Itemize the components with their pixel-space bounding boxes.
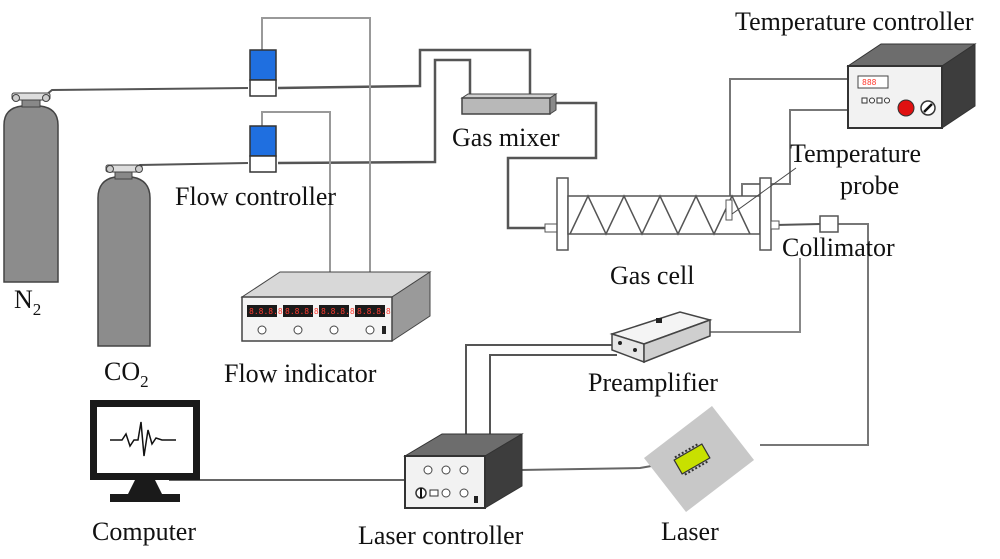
gas-cell-left-flange: [556, 177, 569, 251]
n2-valve-knob: [12, 94, 20, 102]
n2-cylinder-body: [3, 105, 59, 283]
temperature-probe: [725, 199, 733, 221]
gas-mixer: [460, 93, 558, 115]
collimator-to-laser-line: [760, 223, 869, 446]
n2-gas-line: [39, 87, 249, 101]
probe-to-controller-line: [729, 78, 848, 212]
flow-indicator-displays: 8.8.8.8 8.8.8.8 8.8.8.8 8.8.8.8: [247, 305, 391, 317]
laser: [644, 406, 754, 512]
label-collimator: Collimator: [782, 233, 895, 262]
label-laser: Laser: [661, 517, 719, 546]
flow-controller-lower-base: [249, 155, 277, 173]
gas-cell-right-flange: [759, 177, 772, 251]
laser-controller-port: [429, 489, 439, 497]
label-laser-controller: Laser controller: [358, 521, 524, 550]
label-co2: CO2: [104, 357, 149, 391]
laser-controller-to-computer-line: [169, 462, 405, 481]
preamplifier-side: [643, 318, 711, 364]
cell-to-collimator-line: [775, 223, 821, 226]
n2-cylinder: [3, 92, 59, 283]
upper-flow-to-mixer-line: [277, 48, 532, 97]
preamplifier: [609, 311, 713, 364]
label-n2: N2: [14, 285, 41, 319]
lower-flow-to-mixer-line: [277, 58, 472, 165]
laser-controller-knobs: [423, 465, 469, 498]
gas-mixer-body: [461, 97, 551, 115]
temperature-controller-front: [847, 65, 943, 129]
upper-flow-signal-line: [261, 17, 371, 272]
collimator-to-preamp-line: [710, 258, 801, 333]
flow-display-2: 8.8.8.8: [285, 307, 319, 316]
preamplifier-port-1: [618, 341, 622, 345]
temperature-controller-dial-marker: [923, 103, 933, 113]
temperature-controller-display: [857, 75, 889, 89]
n2-cylinder-valve: [11, 92, 51, 101]
label-temperature-probe-line2: probe: [840, 171, 899, 200]
gas-cell: [544, 167, 797, 251]
temperature-controller: 888: [846, 43, 977, 129]
temperature-controller-red-knob: [897, 99, 915, 117]
flow-controller-lower: [249, 125, 277, 173]
preamplifier-connector: [656, 318, 662, 323]
labels: Temperature controller Gas mixer Tempera…: [14, 7, 974, 550]
flow-indicator-front: [241, 296, 393, 342]
connection-lines: [39, 17, 869, 481]
label-gas-cell: Gas cell: [610, 261, 694, 290]
flow-controller-lower-valve: [249, 125, 277, 157]
label-gas-mixer: Gas mixer: [452, 123, 560, 152]
flow-indicator-knobs: [257, 325, 375, 335]
flow-indicator-power-switch: [382, 326, 386, 334]
flow-controller-upper-valve: [249, 49, 277, 81]
computer-stand: [128, 480, 162, 494]
lower-flow-signal-line: [261, 111, 331, 272]
label-temperature-controller: Temperature controller: [735, 7, 974, 36]
laser-controller-power-switch: [474, 496, 478, 503]
label-computer: Computer: [92, 517, 196, 546]
co2-cylinder: [97, 164, 151, 347]
gas-mixer-side: [549, 93, 557, 115]
co2-valve-knob-2: [135, 165, 143, 173]
mixer-to-cell-line: [506, 101, 598, 230]
computer: [90, 400, 200, 502]
flow-controller-upper-base: [249, 79, 277, 97]
label-temperature-probe-line1: Temperature: [790, 139, 921, 168]
temperature-controller-buttons: [861, 97, 890, 104]
computer-signal-trace: [110, 421, 176, 457]
flow-indicator: 8.8.8.8 8.8.8.8 8.8.8.8 8.8.8.8: [240, 271, 432, 342]
gas-cell-outlet: [770, 220, 780, 230]
preamplifier-port-2: [633, 348, 637, 352]
co2-cylinder-body: [97, 176, 151, 347]
laser-controller: [403, 433, 524, 509]
n2-valve-knob-2: [42, 94, 50, 102]
laser-controller-front: [404, 455, 486, 509]
flow-controller-upper: [249, 49, 277, 97]
flow-display-3: 8.8.8.8: [321, 307, 355, 316]
temperature-controller-display-text: 888: [862, 78, 877, 87]
label-flow-controller: Flow controller: [175, 182, 336, 211]
co2-valve-knob: [106, 165, 114, 173]
label-flow-indicator: Flow indicator: [224, 359, 377, 388]
computer-base: [110, 494, 180, 502]
flow-display-1: 8.8.8.8: [249, 307, 283, 316]
co2-gas-line: [127, 162, 249, 173]
probe-pointer: [731, 167, 797, 215]
probe-to-controller-line-2: [741, 109, 848, 212]
label-preamplifier: Preamplifier: [588, 368, 718, 397]
preamp-to-laser-controller-line: [465, 344, 617, 435]
gas-cell-inlet: [544, 223, 558, 233]
heating-coil: [569, 194, 751, 236]
flow-display-4: 8.8.8.8: [357, 307, 391, 316]
collimator: [819, 215, 839, 233]
preamp-to-laser-controller-line-2: [489, 354, 617, 435]
